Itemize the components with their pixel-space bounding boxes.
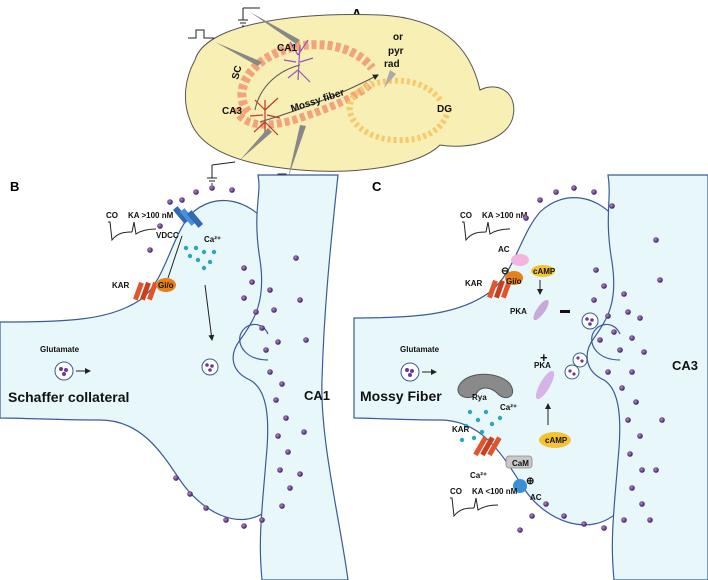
c-label-glutamate: Glutamate	[400, 345, 440, 354]
pyramidal-layer	[237, 40, 376, 115]
b-label-ka: KA >100 nM	[128, 211, 174, 220]
label-sc: SC	[230, 64, 244, 80]
c-kar-bottom	[473, 436, 502, 457]
b-vesicle-release	[201, 358, 219, 376]
label-rad: rad	[384, 59, 400, 70]
c-label-gio: Gi/o	[506, 277, 522, 286]
b-label-target: CA1	[304, 388, 330, 403]
label-dg: DG	[437, 104, 452, 115]
electrode-left	[215, 42, 262, 66]
label-or: or	[393, 32, 403, 43]
b-kar-receptor	[133, 281, 158, 301]
c-label-camp-bot: cAMP	[545, 436, 568, 445]
c-minus-sign	[560, 310, 570, 313]
c-trace-co-top	[462, 221, 487, 242]
c-label-ca-bot: Ca²⁺	[470, 471, 487, 480]
electrode-right	[384, 70, 396, 88]
electrode-top	[250, 12, 300, 44]
c-camp-top	[531, 265, 555, 277]
c-trace-ka-top	[485, 221, 511, 235]
c-label-ka-bot: KA <100 nM	[472, 487, 518, 496]
ca3-pyramidal-arc	[232, 79, 376, 129]
c-label-cam: CaM	[512, 459, 529, 468]
c-label-co-top: CO	[460, 211, 472, 220]
b-glutamate-vesicle	[54, 361, 74, 381]
c-plus-sign: +	[540, 350, 548, 365]
c-oplus: ⊕	[526, 476, 534, 487]
c-label-co-bot: CO	[450, 487, 462, 496]
c-glutamate-vesicle	[400, 362, 420, 382]
b-trace-ka	[131, 221, 157, 235]
c-label-ka-top: KA >100 nM	[482, 211, 528, 220]
hippocampus-slice	[185, 14, 515, 172]
c-label-pka-mid: PKA	[534, 361, 551, 370]
c-label-pathway: Mossy Fiber	[360, 388, 442, 404]
panel-b: B CO KA >100 nM VDCC Ca²⁺	[0, 174, 349, 580]
electrode-bottom	[288, 125, 306, 178]
c-label-rya: Rya	[472, 393, 487, 402]
c-label-pka-top: PKA	[510, 307, 527, 316]
c-ryanodine-er	[457, 373, 514, 399]
c-gio-protein	[505, 271, 523, 285]
ground-top	[238, 7, 260, 27]
b-label-kar: KAR	[112, 281, 130, 290]
c-label-ac-top: AC	[498, 245, 510, 254]
c-vesicles-mid	[564, 352, 588, 380]
b-calcium-ions	[183, 245, 217, 271]
c-ominus: ⊖	[501, 266, 509, 277]
b-arrow-down	[204, 284, 215, 341]
b-vesicles-membrane	[147, 185, 309, 529]
c-kar-top	[487, 279, 512, 299]
b-label-ca: Ca²⁺	[204, 235, 221, 244]
c-pka-mid	[535, 370, 555, 400]
c-pka-top	[533, 299, 549, 321]
b-label-vdcc: VDCC	[156, 231, 179, 240]
label-pyr: pyr	[388, 46, 404, 57]
mossy-fiber-path	[259, 74, 379, 123]
sc-path	[254, 64, 301, 111]
label-ca1: CA1	[277, 43, 297, 54]
b-label-pathway: Schaffer collateral	[8, 389, 129, 405]
c-camp-bottom	[539, 432, 571, 448]
c-dendritic-spine	[591, 323, 621, 361]
c-label-target: CA3	[672, 358, 698, 373]
c-ac-bottom	[513, 479, 527, 493]
c-trace-co-bot	[450, 497, 475, 518]
c-postsynaptic-dendrite	[586, 174, 708, 580]
b-label-glutamate: Glutamate	[40, 345, 80, 354]
b-trace-co	[108, 221, 133, 242]
panel-c: C CO KA >100 nM AC ⊖ cAMP KAR Gi/o PKA	[353, 174, 708, 580]
b-postsynaptic-dendrite	[232, 174, 349, 580]
c-ac-top	[511, 254, 529, 266]
stim-pulse-left	[188, 29, 214, 39]
b-arrow-to-ca	[167, 235, 183, 279]
b-vdcc-channel	[172, 206, 204, 228]
c-calcium-ions	[459, 409, 503, 443]
ca1-neuron	[283, 39, 314, 83]
panel-a: A CA1 CA3 SC DG or pyr	[185, 6, 515, 185]
c-label-ac-bot: AC	[530, 493, 542, 502]
b-label-gio: Gi/o	[158, 281, 174, 290]
c-label-kar-top: KAR	[465, 279, 483, 288]
c-label-kar-bot: KAR	[452, 425, 470, 434]
electrode-bottom-left	[240, 128, 272, 160]
ca3-neuron	[249, 97, 281, 136]
b-gio-protein	[156, 278, 176, 292]
panel-b-letter: B	[10, 179, 19, 194]
c-label-ca-mid: Ca²⁺	[500, 403, 517, 412]
label-ca3: CA3	[222, 106, 242, 117]
panel-a-letter: A	[352, 6, 362, 21]
c-vesicle-top	[581, 312, 599, 330]
c-cam	[505, 455, 533, 469]
c-trace-ka-bot	[473, 497, 499, 511]
c-label-camp-top: cAMP	[533, 267, 556, 276]
ground-bottom	[207, 161, 236, 185]
panel-c-letter: C	[372, 179, 382, 194]
c-vesicles-membrane	[517, 185, 665, 533]
b-label-co: CO	[106, 211, 118, 220]
